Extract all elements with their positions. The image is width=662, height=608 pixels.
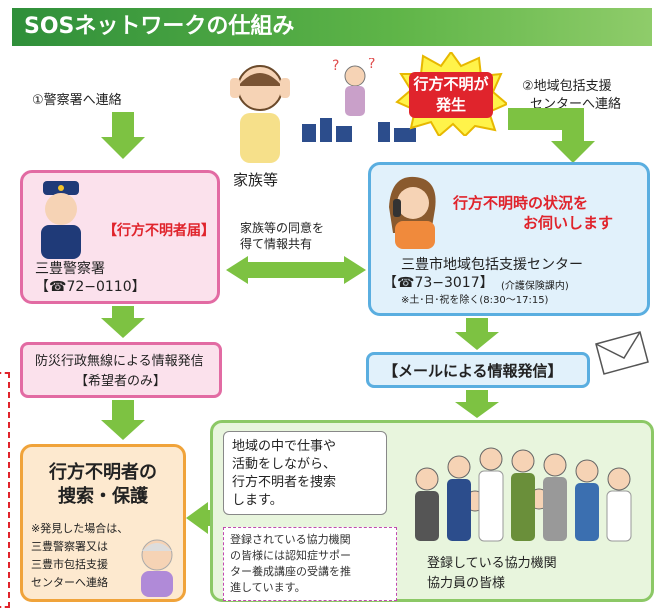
members-line2: 協力員の皆様: [427, 576, 506, 591]
police-phone: 【☎72−0110】: [35, 279, 146, 295]
arrow-partners-to-search-head: [186, 502, 208, 534]
search-title-line2: 捜索・保護: [58, 486, 148, 507]
center-hours: ※土･日･祝を除く(8:30〜17:15): [401, 295, 549, 306]
sharing-arrow-bar: [246, 262, 346, 278]
center-name: 三豊市地域包括支援センター: [401, 257, 583, 273]
radio-line2: 【希望者のみ】: [75, 374, 167, 389]
search-title-line1: 行方不明者の: [49, 462, 157, 483]
search-protect-box: 行方不明者の 捜索・保護 ※発見した場合は、 三豊警察署又は 三豊市包括支援 セ…: [20, 444, 186, 602]
members-line1: 登録している協力機関: [427, 556, 557, 571]
center-heading-line2: お伺いします: [523, 214, 614, 232]
training-line4: 進しています。: [230, 581, 306, 594]
training-line1: 登録されている協力機関: [230, 533, 351, 546]
training-line2: の皆様には認知症サポー: [230, 549, 351, 562]
partners-box: 地域の中で仕事や 活動をしながら、 行方不明者を捜索 します。 登録されている協…: [210, 420, 654, 602]
support-center-box: 行方不明時の状況を お伺いします 三豊市地域包括支援センター 【☎73−3017…: [368, 162, 650, 316]
bubble-line3: 行方不明者を捜索: [232, 475, 337, 490]
police-tag: 【行方不明者届】: [103, 223, 215, 239]
arrow-to-police: [112, 112, 134, 138]
police-name: 三豊警察署: [35, 261, 105, 277]
training-note: 登録されている協力機関 の皆様には認知症サポー ター養成講座の受講を推 進してい…: [223, 527, 397, 601]
arrow-to-center-head: [551, 141, 595, 163]
mail-label: 【メールによる情報発信】: [383, 362, 563, 380]
wandering-elderly-illustration: ? ?: [330, 56, 380, 128]
sharing-line1: 家族等の同意を: [240, 221, 325, 235]
search-speech-bubble: 地域の中で仕事や 活動をしながら、 行方不明者を捜索 します。: [223, 431, 387, 515]
elderly-woman-illustration: [133, 535, 181, 597]
search-note-line4: センターへ連絡: [31, 576, 108, 589]
arrow-to-search-head: [101, 420, 145, 440]
sharing-arrow-left-head: [226, 256, 248, 284]
center-phone: 【☎73−3017】: [383, 275, 494, 291]
search-note-line1: ※発見した場合は、: [31, 522, 129, 535]
search-note-line3: 三豊市包括支援: [31, 558, 108, 571]
family-label: 家族等: [233, 171, 279, 189]
missing-person-alert-burst: 行方不明が 発生: [395, 52, 507, 136]
arrow-to-mail: [466, 318, 488, 334]
bubble-line2: 活動をしながら、: [232, 457, 337, 472]
cooperating-workers-illustration: [399, 431, 649, 549]
step-center-contact-line1: ②地域包括支援: [522, 79, 612, 94]
bubble-line4: します。: [232, 493, 283, 508]
police-officer-illustration: [29, 179, 93, 259]
arrow-to-mail-head: [455, 332, 499, 350]
arrow-to-police-head: [101, 137, 145, 159]
arrow-to-radio: [112, 306, 134, 320]
radio-box: 防災行政無線による情報発信 【希望者のみ】: [20, 342, 222, 398]
search-note-line2: 三豊警察署又は: [31, 540, 108, 553]
alert-burst-line2: 発生: [435, 96, 466, 114]
center-heading-line1: 行方不明時の状況を: [453, 194, 589, 212]
radio-line1: 防災行政無線による情報発信: [35, 354, 204, 369]
envelope-icon: [592, 330, 652, 376]
center-phone-note: (介護保険課内): [501, 281, 569, 292]
worried-family-illustration: [220, 58, 300, 168]
bubble-line1: 地域の中で仕事や: [232, 439, 337, 454]
mail-box: 【メールによる情報発信】: [366, 352, 590, 388]
arrow-to-partners-head: [455, 402, 499, 418]
town-silhouette-illustration: [300, 112, 420, 142]
arrow-to-partners: [466, 390, 488, 404]
step-police-contact: ①警察署へ連絡: [32, 93, 122, 108]
sharing-line2: 得て情報共有: [240, 237, 313, 251]
arrow-to-search: [112, 400, 134, 422]
arrow-to-center-stem: [562, 108, 584, 142]
police-box: 【行方不明者届】 三豊警察署 【☎72−0110】: [20, 170, 220, 304]
alert-burst-line1: 行方不明が: [413, 75, 489, 93]
training-line3: ター養成講座の受講を推: [230, 565, 351, 578]
svg-text:?: ?: [332, 58, 339, 74]
arrow-to-radio-head: [101, 318, 145, 338]
svg-text:?: ?: [368, 58, 375, 72]
page-title: SOSネットワークの仕組み: [12, 8, 652, 46]
sharing-arrow-right-head: [344, 256, 366, 284]
operator-on-phone-illustration: [381, 173, 441, 249]
dashed-highlight-frame: [0, 372, 10, 608]
